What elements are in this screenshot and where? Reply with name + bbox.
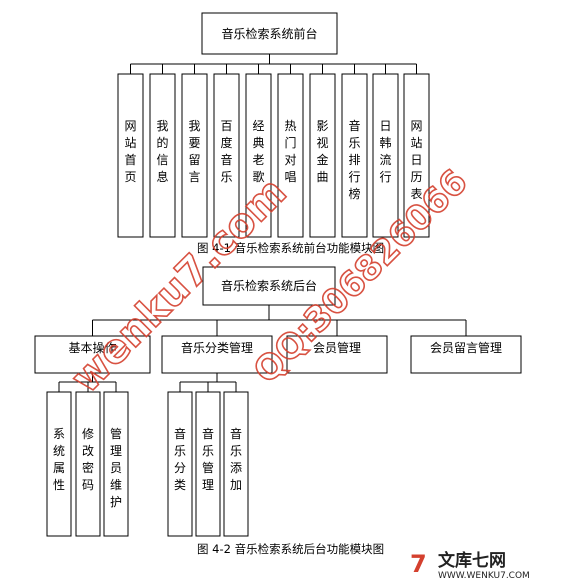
back-submodule-label: 管理员维护 [110, 426, 122, 509]
back-submodule-label: 音乐分类 [174, 426, 186, 492]
front-module-label: 热门对唱 [284, 119, 296, 184]
back-submodule-box [75, 391, 101, 537]
front-module-label: 日韩流行 [379, 119, 391, 184]
front-root-box [201, 12, 338, 55]
back-module-box [161, 335, 273, 374]
front-module-box [149, 73, 176, 238]
front-module-box [309, 73, 336, 238]
back-submodule-label: 系统属性 [53, 427, 65, 492]
back-submodule-box [103, 391, 129, 537]
front-module-label: 网站日历表 [410, 119, 422, 201]
front-module-box [213, 73, 240, 238]
back-module-label: 音乐分类管理 [181, 340, 253, 355]
back-module-label: 会员管理 [313, 340, 361, 355]
back-submodule-box [195, 391, 221, 537]
front-module-box [341, 73, 368, 238]
back-module-box [34, 335, 151, 374]
front-module-label: 我要留言 [188, 119, 200, 184]
back-root-label: 音乐检索系统后台 [221, 278, 317, 293]
front-root-label: 音乐检索系统前台 [221, 26, 317, 41]
logo-name: 文库七网 [438, 550, 506, 571]
logo-url: WWW.WENKU7.COM [438, 571, 530, 581]
front-module-label: 音乐排行榜 [348, 118, 360, 201]
back-caption: 图 4-2 音乐检索系统后台功能模块图 [197, 542, 384, 556]
front-caption: 图 4-1 音乐检索系统前台功能模块图 [197, 241, 384, 255]
front-module-label: 网站首页 [124, 119, 136, 184]
back-module-box [286, 335, 388, 374]
front-module-box [372, 73, 399, 238]
front-module-box [245, 73, 272, 238]
logo-mark: 7 [410, 550, 427, 578]
back-submodule-label: 修改密码 [82, 426, 94, 492]
back-submodule-label: 音乐管理 [202, 426, 214, 492]
back-submodule-box [46, 391, 72, 537]
back-root-box [202, 266, 336, 306]
front-module-label: 经典老歌 [252, 119, 264, 184]
front-module-box [117, 73, 144, 238]
front-module-box [403, 73, 430, 238]
back-submodule-box [167, 391, 193, 537]
wenku7-logo: 7 文库七网 WWW.WENKU7.COM [410, 550, 530, 581]
back-module-box [410, 335, 522, 374]
front-module-box [277, 73, 304, 238]
back-submodule-label: 音乐添加 [230, 426, 242, 492]
front-module-label: 百度音乐 [220, 119, 232, 184]
back-module-label: 会员留言管理 [430, 340, 502, 355]
back-submodule-box [223, 391, 249, 537]
front-module-box [181, 73, 208, 238]
front-module-label: 我的信息 [156, 119, 168, 184]
back-module-label: 基本操作 [68, 340, 116, 355]
front-module-label: 影视金曲 [316, 119, 328, 184]
